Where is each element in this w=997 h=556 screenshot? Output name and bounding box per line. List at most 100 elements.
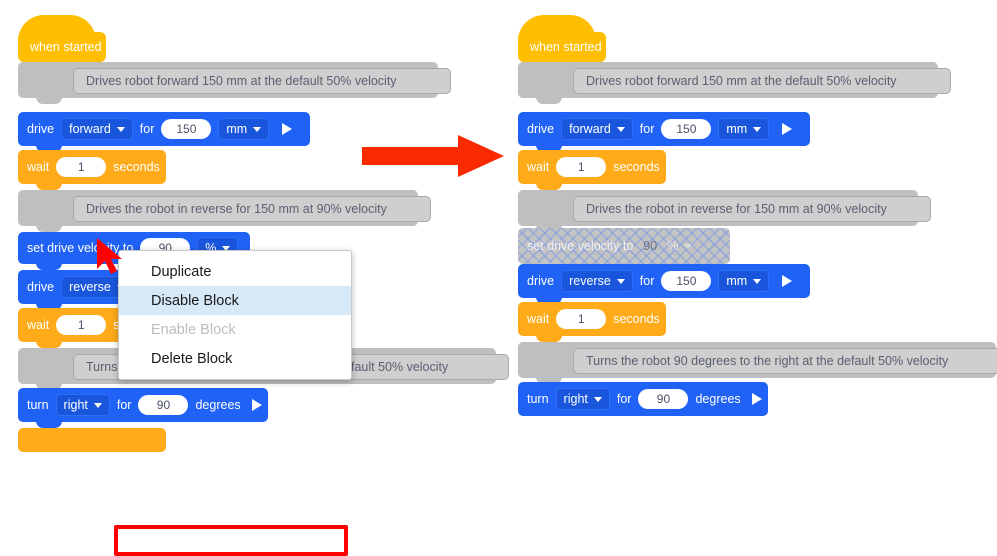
block-wait-1[interactable]: wait 1 seconds — [518, 150, 666, 190]
block-comment-3[interactable]: Turns the robot 90 degrees to the right … — [518, 342, 997, 384]
comment-text: Drives the robot in reverse for 150 mm a… — [586, 202, 887, 216]
play-icon[interactable] — [782, 275, 793, 287]
hat-dome — [18, 15, 96, 41]
block-drive-reverse[interactable]: drive reverse for 150 mm — [518, 264, 810, 304]
dropdown-value: % — [205, 240, 217, 255]
block-label: drive — [27, 279, 55, 294]
left-panel-before-disable: when started Drives robot forward 150 mm… — [0, 0, 509, 556]
dropdown-unit[interactable]: mm — [718, 117, 770, 141]
comment-text-field: Drives robot forward 150 mm at the defau… — [573, 68, 951, 94]
dropdown-value: right — [563, 391, 588, 406]
chevron-down-icon — [684, 243, 693, 249]
block-comment-2[interactable]: Drives the robot in reverse for 150 mm a… — [518, 190, 931, 232]
dropdown-value: % — [667, 239, 679, 253]
play-icon[interactable] — [282, 123, 293, 135]
input-degrees[interactable]: 90 — [638, 389, 689, 409]
comment-text: Drives robot forward 150 mm at the defau… — [86, 74, 397, 88]
right-arrow-icon — [362, 135, 504, 177]
block-turn-right[interactable]: turn right for 90 degrees — [18, 388, 268, 428]
block-word-seconds: seconds — [113, 159, 160, 174]
block-wait-1[interactable]: wait 1 seconds — [18, 150, 166, 190]
input-distance[interactable]: 150 — [661, 271, 712, 291]
play-icon[interactable] — [782, 123, 793, 135]
block-label: wait — [527, 159, 550, 174]
dropdown-value: mm — [226, 121, 248, 136]
dropdown-value: mm — [726, 121, 748, 136]
dropdown-direction[interactable]: right — [555, 387, 610, 411]
block-turn-right[interactable]: turn right for 90 degrees — [518, 382, 768, 416]
block-partial-next[interactable] — [18, 428, 166, 452]
hat-dome — [518, 15, 596, 41]
dropdown-value: reverse — [569, 273, 611, 288]
block-label: drive — [527, 121, 555, 136]
block-word-for: for — [616, 391, 632, 406]
dropdown-direction[interactable]: reverse — [561, 269, 633, 293]
block-label: wait — [527, 311, 550, 326]
block-label: wait — [27, 317, 50, 332]
block-comment-1[interactable]: Drives robot forward 150 mm at the defau… — [18, 62, 451, 104]
dropdown-value: right — [63, 397, 88, 412]
block-label: when started — [30, 39, 102, 54]
red-right-arrow-annotation — [358, 133, 508, 179]
comment-text: Drives the robot in reverse for 150 mm a… — [86, 202, 387, 216]
block-drive-forward[interactable]: drive forward for 150 mm — [18, 112, 310, 152]
chevron-down-icon — [222, 245, 231, 251]
context-menu[interactable]: Duplicate Disable Block Enable Block Del… — [114, 250, 352, 556]
red-mouse-pointer-icon — [97, 238, 122, 274]
block-label: drive — [27, 121, 55, 136]
comment-text-field: Drives robot forward 150 mm at the defau… — [73, 68, 451, 94]
input-degrees[interactable]: 90 — [138, 395, 189, 415]
input-distance[interactable]: 150 — [161, 119, 212, 139]
dropdown-unit[interactable]: mm — [718, 269, 770, 293]
block-when-started[interactable]: when started — [518, 15, 606, 68]
input-seconds[interactable]: 1 — [56, 315, 107, 335]
block-word-for: for — [139, 121, 155, 136]
input-seconds[interactable]: 1 — [556, 309, 607, 329]
chevron-down-icon — [116, 126, 125, 132]
block-drive-forward[interactable]: drive forward for 150 mm — [518, 112, 810, 152]
comment-text-field: Drives the robot in reverse for 150 mm a… — [73, 196, 431, 222]
block-label: turn — [527, 391, 549, 406]
block-word-degrees: degrees — [695, 391, 741, 406]
chevron-down-icon — [753, 278, 762, 284]
block-label: wait — [27, 159, 50, 174]
menu-item-enable-block: Enable Block — [151, 321, 236, 338]
play-icon[interactable] — [751, 393, 762, 405]
comment-text-field: Turns the robot 90 degrees to the right … — [573, 348, 997, 374]
dropdown-direction[interactable]: right — [55, 393, 110, 417]
dropdown-unit[interactable]: mm — [218, 117, 270, 141]
input-seconds[interactable]: 1 — [56, 157, 107, 177]
block-word-for: for — [639, 273, 655, 288]
chevron-down-icon — [616, 126, 625, 132]
dropdown-direction[interactable]: forward — [561, 117, 633, 141]
dropdown-direction[interactable]: forward — [61, 117, 133, 141]
block-comment-1[interactable]: Drives robot forward 150 mm at the defau… — [518, 62, 951, 104]
menu-item-disable-block[interactable]: Disable Block — [119, 286, 351, 315]
chevron-down-icon — [593, 396, 602, 402]
chevron-down-icon — [616, 278, 625, 284]
block-word-for: for — [639, 121, 655, 136]
dropdown-value: reverse — [69, 279, 111, 294]
block-set-drive-velocity-disabled[interactable]: set drive velocity to 90 % — [518, 228, 730, 270]
dropdown-value: forward — [569, 121, 611, 136]
dropdown-value: forward — [69, 121, 111, 136]
block-wait-2[interactable]: wait 1 seconds — [518, 302, 666, 342]
input-seconds[interactable]: 1 — [556, 157, 607, 177]
play-icon[interactable] — [251, 399, 262, 411]
input-velocity[interactable]: 90 — [643, 239, 658, 253]
block-label: when started — [530, 39, 602, 54]
block-comment-2[interactable]: Drives the robot in reverse for 150 mm a… — [18, 190, 431, 232]
block-label: turn — [27, 397, 49, 412]
block-when-started[interactable]: when started — [18, 15, 106, 68]
comment-text: Turns the robot 90 degrees to the right … — [586, 354, 949, 368]
input-distance[interactable]: 150 — [661, 119, 712, 139]
block-label: drive — [527, 273, 555, 288]
chevron-down-icon — [753, 126, 762, 132]
menu-item-duplicate[interactable]: Duplicate — [151, 263, 212, 280]
block-word-for: for — [116, 397, 132, 412]
dropdown-unit[interactable]: % — [667, 239, 693, 253]
block-word-degrees: degrees — [195, 397, 241, 412]
chevron-down-icon — [93, 402, 102, 408]
menu-item-delete-block[interactable]: Delete Block — [151, 350, 233, 367]
comment-text-field: Drives the robot in reverse for 150 mm a… — [573, 196, 931, 222]
